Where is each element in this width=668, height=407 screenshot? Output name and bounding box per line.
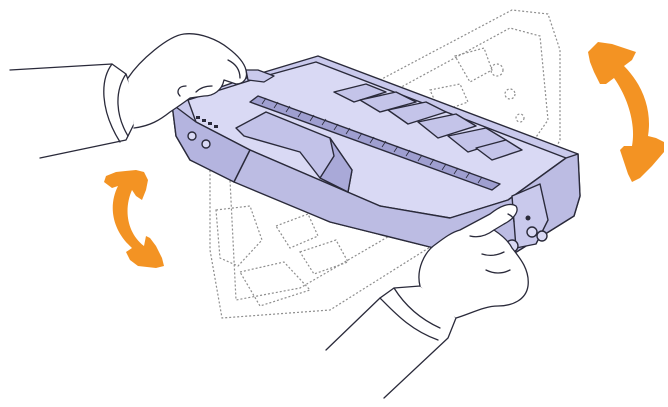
illustration-stage (0, 0, 668, 407)
illustration-svg (0, 0, 668, 407)
